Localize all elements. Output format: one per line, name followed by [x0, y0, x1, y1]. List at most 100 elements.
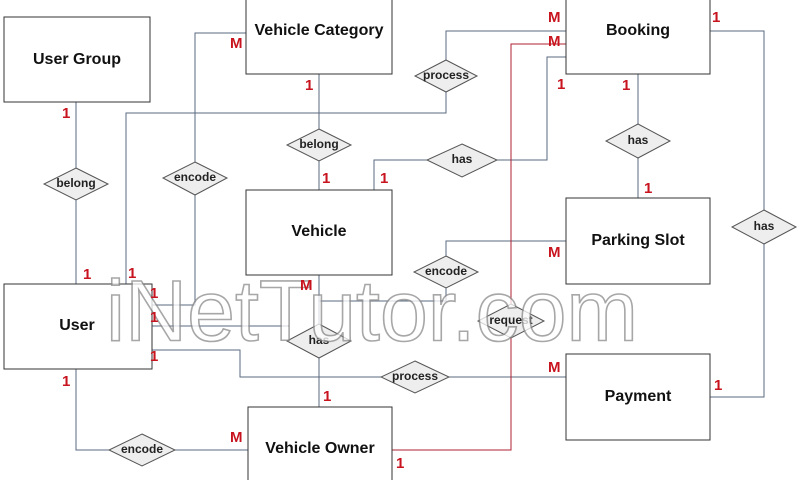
connector-user-encode — [152, 195, 196, 306]
relationship-diamond — [730, 209, 798, 245]
cardinality-one: 1 — [380, 170, 388, 187]
relationship-diamond — [285, 128, 353, 162]
relationship-belong-vehicle: belong — [285, 128, 353, 162]
cardinality-one: 1 — [557, 76, 565, 93]
cardinality-one: 1 — [83, 266, 91, 283]
entity-label: Vehicle Category — [255, 22, 384, 39]
cardinality-one: 1 — [322, 170, 330, 187]
connector-booking-has-payment — [710, 30, 765, 210]
relationship-label: encode — [121, 442, 163, 456]
entity-user-group: User Group — [3, 16, 151, 103]
entity-label: User — [59, 317, 95, 334]
relationship-process-booking: process — [413, 59, 479, 93]
entity-label: Vehicle — [291, 223, 346, 240]
relationship-diamond — [379, 360, 451, 394]
relationship-encode-owner: encode — [107, 433, 177, 467]
cardinality-many: M — [230, 429, 243, 446]
entity-box — [565, 197, 711, 285]
cardinality-one: 1 — [62, 373, 70, 390]
relationship-has-booking-payment: has — [730, 209, 798, 245]
cardinality-one: 1 — [714, 377, 722, 394]
entity-vehicle: Vehicle — [245, 189, 393, 276]
connector-has-booking — [497, 56, 566, 161]
relationship-label: has — [452, 152, 473, 166]
connector-has-payment — [710, 244, 765, 398]
cardinality-one: 1 — [150, 348, 158, 365]
relationship-label: has — [309, 333, 330, 347]
entity-vehicle-owner: Vehicle Owner — [247, 406, 393, 480]
entity-box — [565, 0, 711, 75]
cardinality-many: M — [300, 277, 313, 294]
cardinality-one: 1 — [622, 77, 630, 94]
relationship-diamond — [42, 167, 110, 201]
relationship-diamond — [285, 323, 353, 359]
relationship-belong-user: belong — [42, 167, 110, 201]
relationship-has-booking-slot: has — [604, 123, 672, 159]
cardinality-markers: 1 1 1 1 1 1 1 M 1 1 1 M 1 M 1 M M 1 1 1 … — [62, 9, 722, 472]
relationship-request: request — [476, 303, 546, 339]
cardinality-many: M — [548, 359, 561, 376]
connector-parkingslot-encode — [445, 240, 566, 256]
relationship-diamond — [161, 161, 229, 196]
entity-box — [565, 353, 711, 441]
entity-payment: Payment — [565, 353, 711, 441]
connector-vehicle-has — [373, 159, 427, 190]
cardinality-one: 1 — [128, 265, 136, 282]
connector-user-process — [125, 92, 447, 284]
connector-process-booking — [445, 30, 566, 60]
entity-label: User Group — [33, 51, 121, 68]
relationship-label: belong — [56, 176, 95, 190]
cardinality-one: 1 — [712, 9, 720, 26]
cardinality-many: M — [548, 9, 561, 26]
entity-label: Payment — [605, 388, 672, 405]
relationship-diamond — [107, 433, 177, 467]
relationship-diamond — [604, 123, 672, 159]
entity-vehicle-category: Vehicle Category — [245, 0, 393, 75]
relationship-diamond — [412, 255, 480, 289]
entity-label: Parking Slot — [591, 232, 685, 249]
watermark-text: iNetTutor.com — [106, 264, 638, 360]
entity-box — [3, 16, 151, 103]
relationship-label: belong — [299, 137, 338, 151]
entity-box — [3, 283, 153, 370]
connector-vehicleowner-request — [392, 338, 512, 451]
connector-encode-vehiclecategory — [194, 32, 246, 162]
relationship-has-user-vehicle: has — [285, 323, 353, 359]
entity-parking-slot: Parking Slot — [565, 197, 711, 285]
relationship-diamond — [476, 303, 546, 339]
entity-booking: Booking — [565, 0, 711, 75]
cardinality-one: 1 — [150, 285, 158, 302]
relationship-process-payment: process — [379, 360, 451, 394]
cardinality-many: M — [230, 35, 243, 52]
cardinality-many: M — [548, 244, 561, 261]
cardinality-one: 1 — [150, 309, 158, 326]
connector-user-process-payment — [152, 349, 381, 378]
relationship-label: process — [423, 68, 469, 82]
relationship-encode-slot: encode — [412, 255, 480, 289]
cardinality-one: 1 — [323, 388, 331, 405]
cardinality-many: M — [548, 33, 561, 50]
connector-user-encode-owner — [75, 369, 109, 451]
entity-box — [245, 0, 393, 75]
connectors — [75, 30, 765, 451]
relationship-label: process — [392, 369, 438, 383]
relationship-label: encode — [174, 170, 216, 184]
entity-label: Booking — [606, 22, 670, 39]
entity-label: Vehicle Owner — [265, 440, 374, 457]
relationship-encode-category: encode — [161, 161, 229, 196]
relationship-diamond — [413, 59, 479, 93]
relationship-label: has — [754, 219, 775, 233]
entity-box — [245, 189, 393, 276]
cardinality-one: 1 — [644, 180, 652, 197]
entity-box — [247, 406, 393, 480]
cardinality-one: 1 — [62, 105, 70, 122]
relationship-label: request — [489, 313, 532, 327]
relationship-label: has — [628, 133, 649, 147]
relationship-label: encode — [425, 264, 467, 278]
connector-request-booking — [510, 43, 566, 304]
relationship-has-vehicle-booking: has — [425, 143, 499, 178]
entity-user: User — [3, 283, 153, 370]
cardinality-one: 1 — [396, 455, 404, 472]
